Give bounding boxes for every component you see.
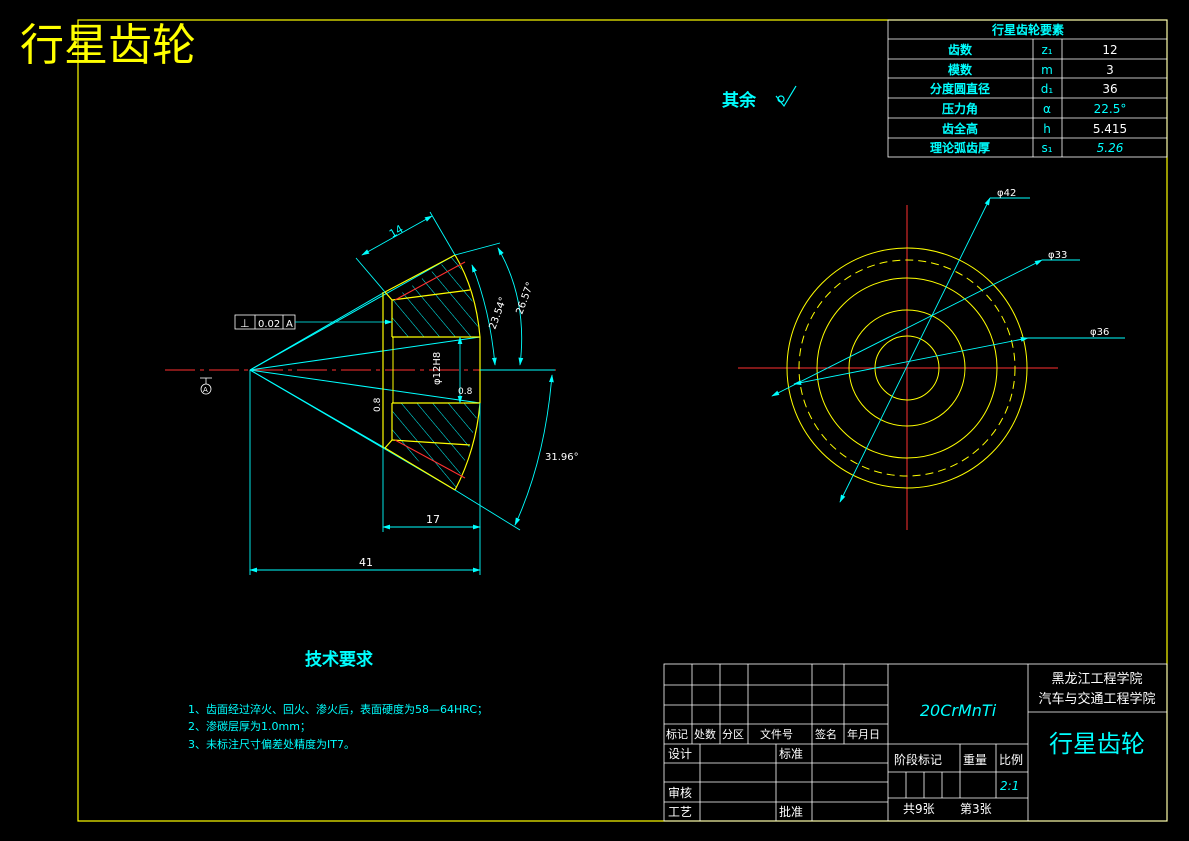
dim-14: 14 — [387, 222, 406, 240]
param-symbol: s₁ — [1041, 141, 1052, 155]
tb-design: 设计 — [668, 747, 692, 761]
tb-college: 汽车与交通工程学院 — [1038, 691, 1155, 707]
param-name: 理论弧齿厚 — [930, 140, 990, 155]
tb-hdr-count: 处数 — [694, 728, 716, 741]
tb-hdr-mark: 标记 — [666, 727, 688, 741]
dim-angle-3196: 31.96° — [545, 452, 579, 463]
dim-phi42: φ42 — [997, 188, 1016, 199]
surface-note-label: 其余 — [722, 90, 757, 111]
param-symbol: d₁ — [1041, 82, 1054, 96]
ra-08-right: 0.8 — [458, 387, 473, 397]
title-block-grid — [663, 663, 1168, 822]
dim-phi36: φ36 — [1090, 327, 1109, 338]
drawing-frame — [77, 19, 1168, 822]
hatch-lower — [392, 403, 480, 490]
tb-process: 工艺 — [668, 805, 692, 819]
param-symbol: α — [1043, 102, 1051, 116]
tolerance-symbol: ⊥ — [240, 317, 250, 330]
hatch-upper — [392, 255, 480, 337]
param-value: 5.415 — [1093, 122, 1127, 136]
dim-17: 17 — [426, 513, 440, 526]
tb-material: 20CrMnTi — [920, 701, 997, 720]
param-symbol: h — [1043, 122, 1051, 136]
gear-params-table — [887, 19, 1168, 158]
param-value: 36 — [1102, 82, 1117, 96]
section-view: 14 26.57° 23.54° 31.96° φ12H8 0.8 0.8 ⊥ … — [165, 211, 579, 575]
datum-symbol-icon — [200, 377, 212, 395]
param-value: 5.26 — [1097, 141, 1124, 155]
dim-bore: φ12H8 — [432, 352, 443, 385]
param-name: 齿全高 — [942, 121, 978, 136]
tb-ratio-value: 2:1 — [1000, 779, 1019, 793]
tb-stage: 阶段标记 — [894, 752, 942, 767]
tb-standard: 标准 — [779, 747, 803, 761]
dim-phi33: φ33 — [1048, 250, 1067, 261]
tolerance-ref: A — [286, 319, 293, 330]
param-name: 齿数 — [948, 42, 973, 57]
tb-sheets-total: 共9张 — [903, 802, 935, 816]
tb-approve: 批准 — [779, 804, 803, 819]
ra-08-left: 0.8 — [373, 397, 383, 412]
tech-item-2: 2、渗碳层厚为1.0mm； — [188, 719, 311, 733]
param-name: 压力角 — [942, 101, 978, 116]
param-value: 3 — [1106, 63, 1114, 77]
param-name: 分度圆直径 — [930, 81, 990, 96]
tb-sheet-no: 第3张 — [960, 802, 992, 816]
param-value: 12 — [1102, 43, 1117, 57]
param-value: 22.5° — [1094, 102, 1127, 116]
param-name: 模数 — [948, 62, 973, 77]
tolerance-value: 0.02 — [258, 319, 280, 330]
tb-weight: 重量 — [963, 753, 987, 767]
tech-item-3: 3、未标注尺寸偏差处精度为IT7。 — [188, 737, 355, 751]
tb-school: 黑龙江工程学院 — [1051, 671, 1142, 687]
dim-angle-2354: 23.54° — [487, 296, 509, 331]
tb-hdr-date: 年月日 — [847, 727, 880, 741]
tech-title: 技术要求 — [305, 649, 373, 670]
param-symbol: z₁ — [1041, 43, 1052, 57]
tech-item-1: 1、齿面经过淬火、回火、渗火后，表面硬度为58—64HRC； — [188, 702, 488, 716]
datum-label: A — [203, 386, 208, 394]
drawing-title: 行星齿轮 — [20, 20, 196, 71]
tb-ratio: 比例 — [999, 753, 1023, 767]
dim-41: 41 — [359, 556, 373, 569]
roughness-symbol-icon — [775, 85, 797, 108]
param-symbol: m — [1041, 63, 1053, 77]
front-view: φ42 φ33 φ36 — [738, 188, 1125, 530]
gear-params-rows: 齿数 z₁ 12 模数 m 3 分度圆直径 d₁ 36 压力角 α 22.5° … — [930, 42, 1127, 155]
tb-part-name: 行星齿轮 — [1049, 730, 1145, 758]
tb-check: 审核 — [668, 785, 692, 800]
gear-params-title: 行星齿轮要素 — [991, 22, 1064, 37]
tb-hdr-sign: 签名 — [815, 727, 837, 741]
tb-hdr-zone: 分区 — [722, 728, 744, 741]
tb-hdr-file: 文件号 — [760, 727, 793, 741]
